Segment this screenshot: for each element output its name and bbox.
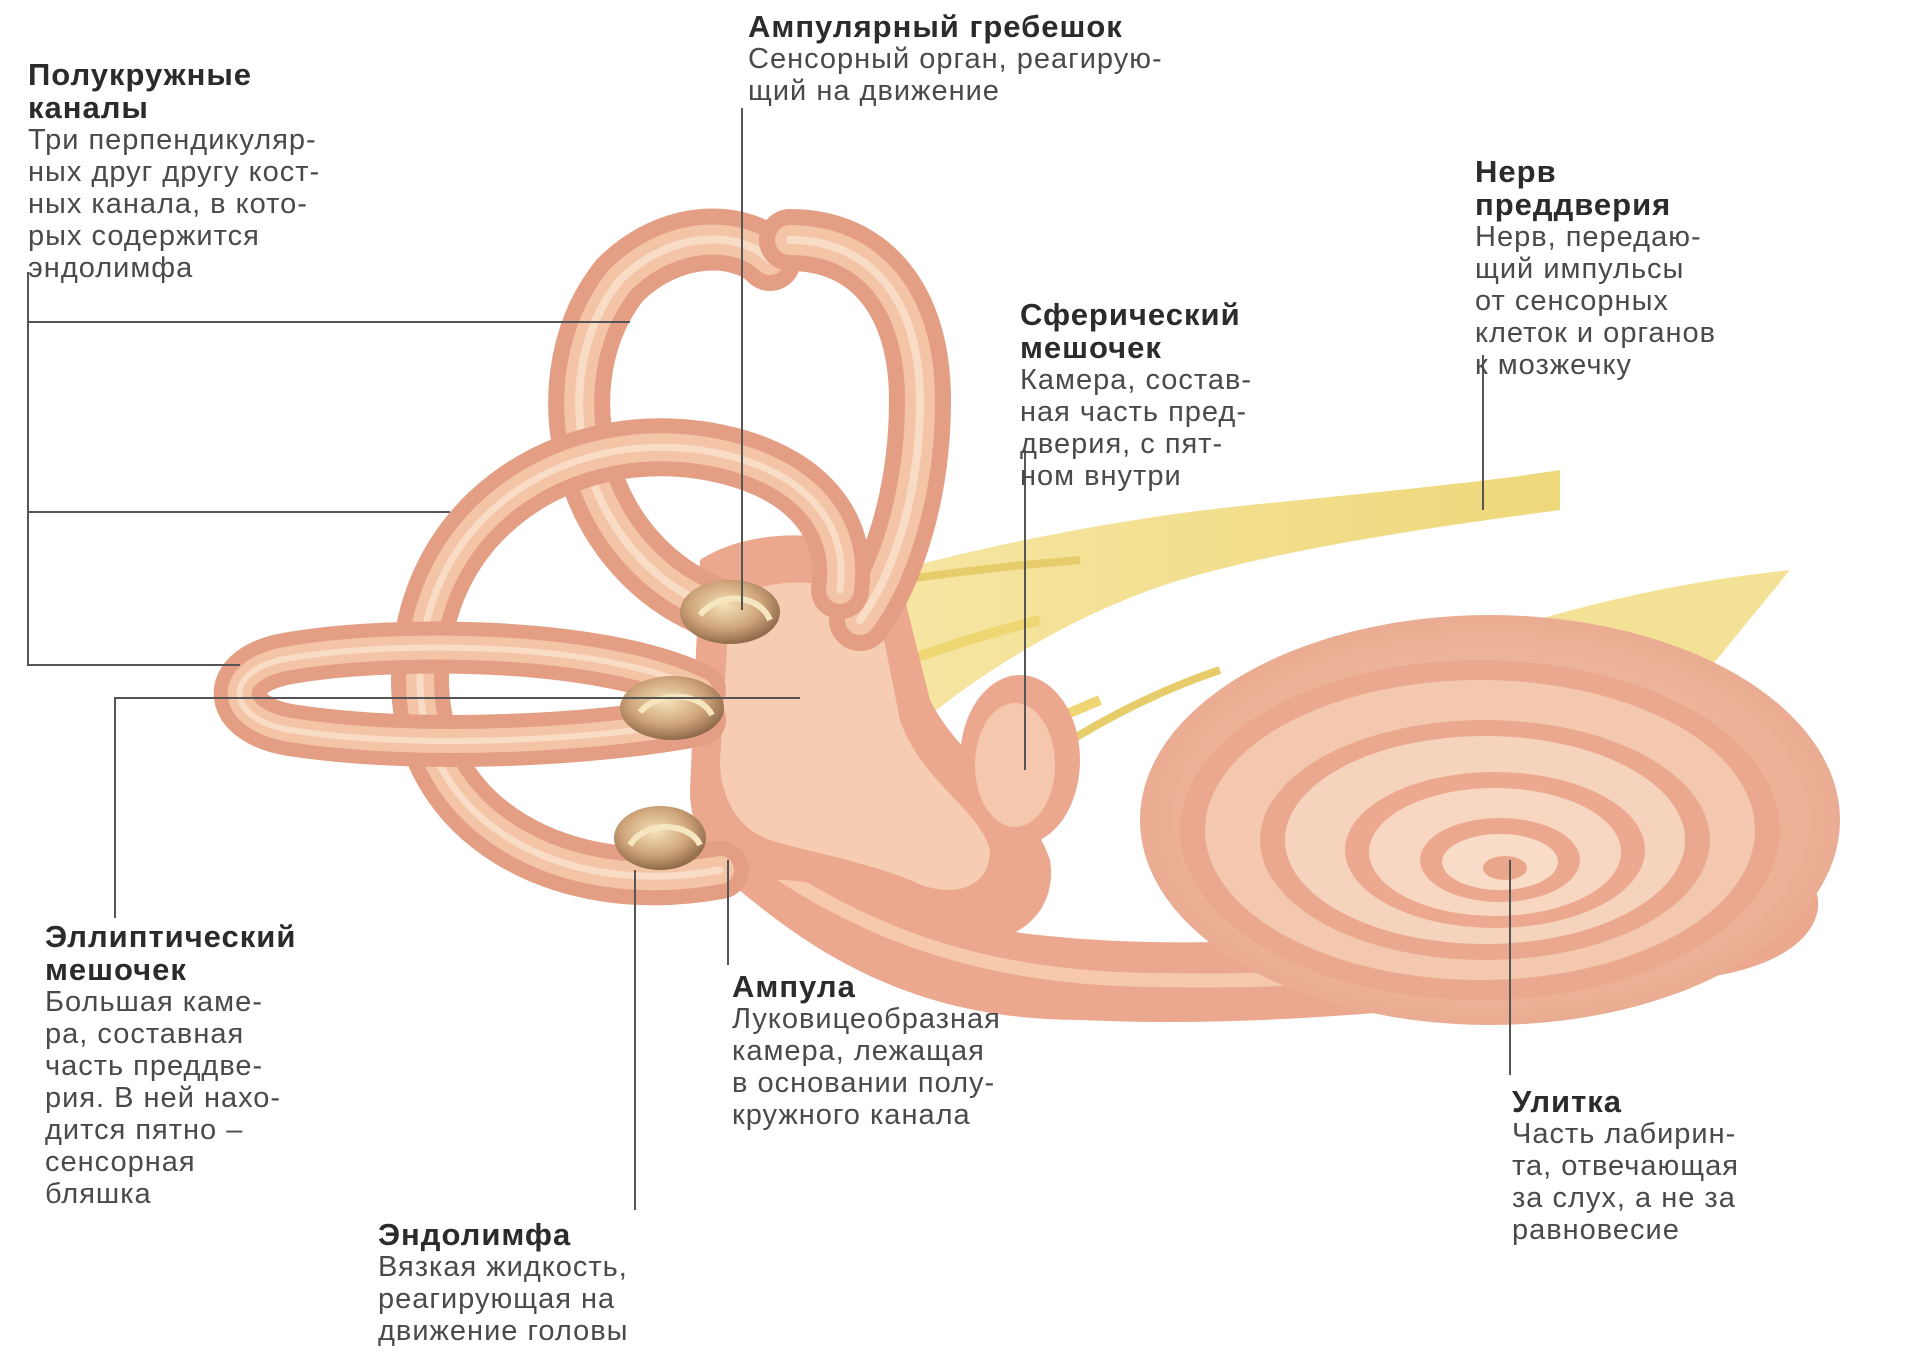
label-vestibular-nerve: Нерв преддверия Нерв, передаю- щий импул… [1475,155,1915,381]
label-description: Луковицеобразная камера, лежащая в основ… [732,1003,1252,1131]
label-title: Ампула [732,970,1252,1003]
label-description: Большая каме- ра, составная часть преддв… [45,986,505,1210]
label-description: Сенсорный орган, реагирую- щий на движен… [748,43,1508,107]
label-title: Ампулярный гребешок [748,10,1508,43]
label-ampullary-crest: Ампулярный гребешок Сенсорный орган, реа… [748,10,1508,107]
label-ampulla: Ампула Луковицеобразная камера, лежащая … [732,970,1252,1131]
label-endolymph: Эндолимфа Вязкая жидкость, реагирующая н… [378,1218,878,1347]
label-title: Сферический мешочек [1020,298,1440,364]
label-semicircular-canals: Полукружные каналы Три перпендикуляр- ны… [28,58,548,284]
label-title: Эллиптический мешочек [45,920,505,986]
label-saccule: Сферический мешочек Камера, состав- ная … [1020,298,1440,492]
label-title: Полукружные каналы [28,58,548,124]
label-utricle: Эллиптический мешочек Большая каме- ра, … [45,920,505,1210]
label-description: Нерв, передаю- щий импульсы от сенсорных… [1475,221,1915,381]
label-title: Улитка [1512,1085,1917,1118]
label-description: Три перпендикуляр- ных друг другу кост- … [28,124,548,284]
label-description: Часть лабирин- та, отвечающая за слух, а… [1512,1118,1917,1246]
label-cochlea: Улитка Часть лабирин- та, отвечающая за … [1512,1085,1917,1246]
label-description: Камера, состав- ная часть пред- дверия, … [1020,364,1440,492]
label-title: Эндолимфа [378,1218,878,1251]
label-description: Вязкая жидкость, реагирующая на движение… [378,1251,878,1347]
label-title: Нерв преддверия [1475,155,1915,221]
